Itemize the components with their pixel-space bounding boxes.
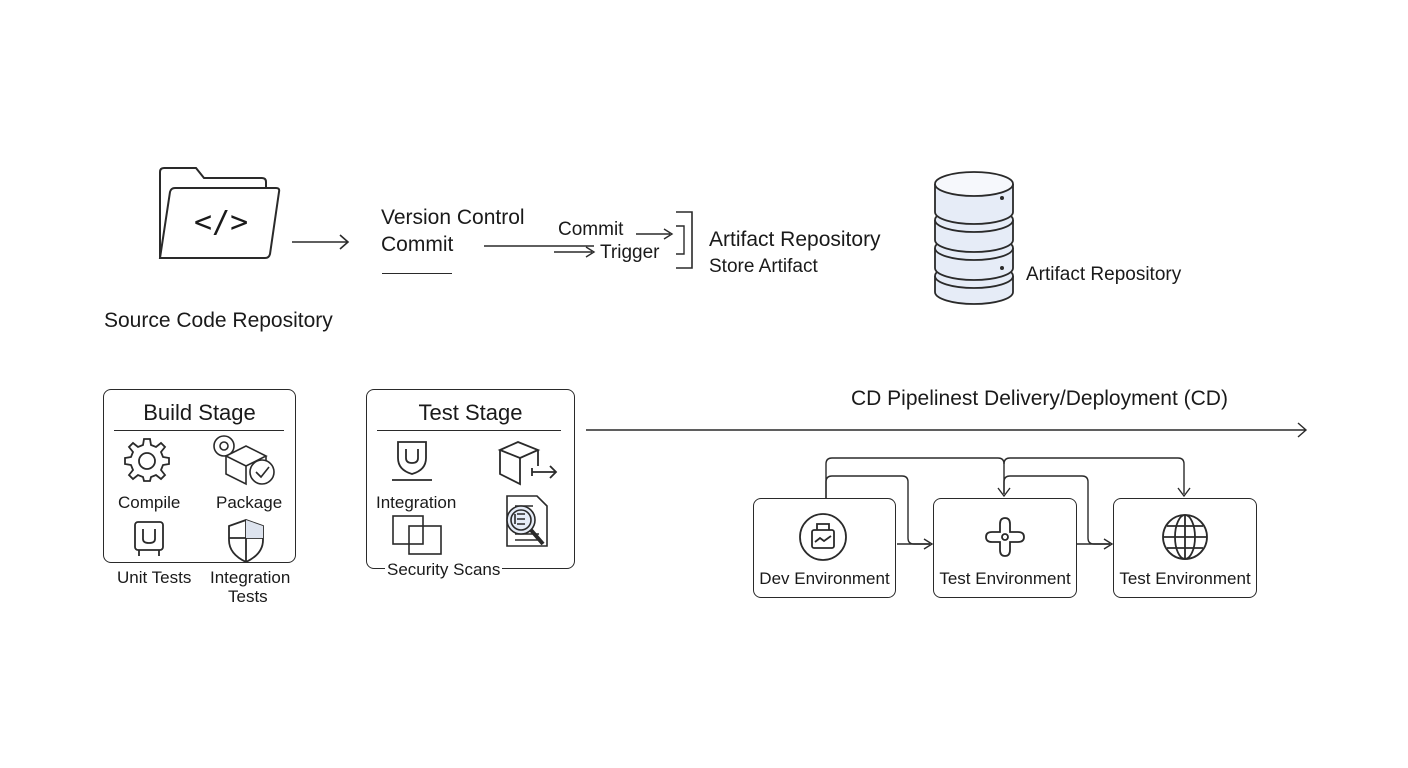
shield-icon [228, 519, 264, 563]
shield-u-icon [392, 441, 432, 481]
cross-node-icon [985, 517, 1025, 557]
build-stage-divider [114, 430, 284, 431]
package-check-icon [213, 435, 275, 486]
bracket-icon [676, 211, 693, 269]
build-item-label-2: Tests [228, 587, 268, 606]
gear-icon [124, 438, 170, 482]
cd-flow-connectors [825, 457, 1191, 550]
flask-u-icon [134, 521, 164, 556]
test-stage-divider [377, 430, 561, 431]
build-item-label: Package [216, 493, 283, 512]
version-control-commit-label: Commit [381, 233, 454, 256]
dev-environment-card: Dev Environment [753, 498, 896, 598]
globe-icon [1162, 514, 1208, 560]
build-item-label: Integration [210, 568, 291, 587]
test-environment-card: Test Environment [933, 498, 1077, 598]
arrow-right-icon [292, 234, 350, 250]
commit-connector-arrow [484, 228, 674, 258]
box-arrow-icon [497, 441, 558, 486]
commit-label: Commit [558, 219, 624, 240]
trigger-label: Trigger [600, 242, 660, 263]
cd-pipeline-arrow [586, 422, 1308, 438]
env-label: Test Environment [939, 569, 1071, 588]
database-icon [934, 171, 1014, 305]
store-artifact-label: Store Artifact [709, 256, 818, 277]
cd-pipeline-title: CD Pipelinest Delivery/Deployment (CD) [851, 387, 1228, 410]
version-control-underline [382, 273, 452, 274]
build-item-label: Compile [118, 493, 181, 512]
test-item-label: Integration [376, 493, 457, 512]
document-magnifier-icon [506, 495, 548, 547]
artifact-repository-db-label: Artifact Repository [1026, 264, 1182, 285]
folder-code-icon [158, 167, 281, 259]
overlap-squares-icon [392, 515, 442, 555]
version-control-label: Version Control [381, 206, 525, 229]
bag-chart-icon [799, 513, 847, 561]
source-code-repository-label: Source Code Repository [104, 309, 333, 332]
build-item-label: Unit Tests [117, 568, 192, 587]
artifact-repository-title: Artifact Repository [709, 228, 881, 251]
code-glyph: </> [194, 205, 249, 240]
test-stage-title: Test Stage [418, 400, 523, 425]
env-label: Dev Environment [759, 569, 890, 588]
security-scans-label: Security Scans [385, 560, 503, 580]
env-label: Test Environment [1119, 569, 1251, 588]
build-stage-title: Build Stage [143, 400, 256, 425]
